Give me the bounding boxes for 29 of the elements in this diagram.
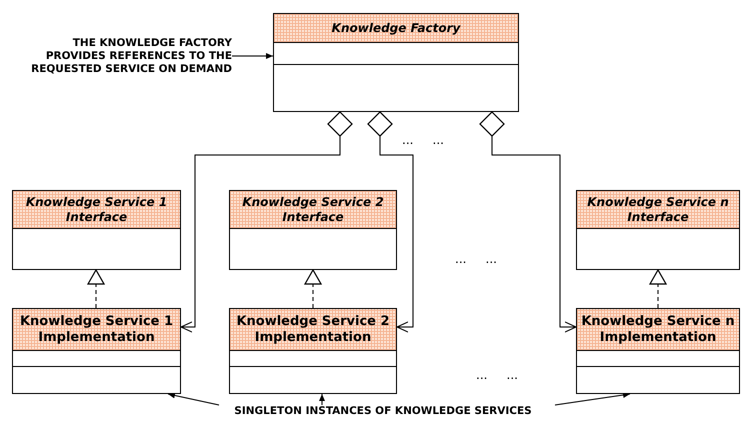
class-name: Knowledge Factory [274,14,518,43]
class-name: Knowledge Service 2 Implementation [230,309,396,351]
class-box [273,13,519,112]
arrow [319,394,325,406]
aggregation-connector [479,111,576,332]
realization-arrow [87,269,105,308]
aggregation-connector [367,111,414,332]
class-name: Knowledge Service 2 Interface [230,191,396,229]
ellipsis: ... ... [476,368,518,382]
arrow [554,392,630,406]
realization-arrow [649,269,667,308]
class-name: Knowledge Service 1 Interface [13,191,180,229]
class-box [12,308,181,394]
class-name: Knowledge Service n Interface [577,191,739,229]
class-name: Knowledge Service 1 Implementation [13,309,180,351]
class-box [576,190,740,270]
class-box [12,190,181,270]
annotation-text: SINGLETON INSTANCES OF KNOWLEDGE SERVICES [205,405,561,418]
class-box [229,308,397,394]
arrow [168,392,220,406]
class-name: Knowledge Service n Implementation [577,309,739,351]
ellipsis: ... ... [455,252,497,266]
annotation-text: THE KNOWLEDGE FACTORY PROVIDES REFERENCES TO THE REQUESTED SERVICE ON DEMAND [22,37,232,76]
ellipsis: ... ... [402,133,444,147]
class-box [576,308,740,394]
class-box [229,190,397,270]
arrow [232,53,274,59]
aggregation-connector [180,111,353,332]
realization-arrow [304,269,322,308]
